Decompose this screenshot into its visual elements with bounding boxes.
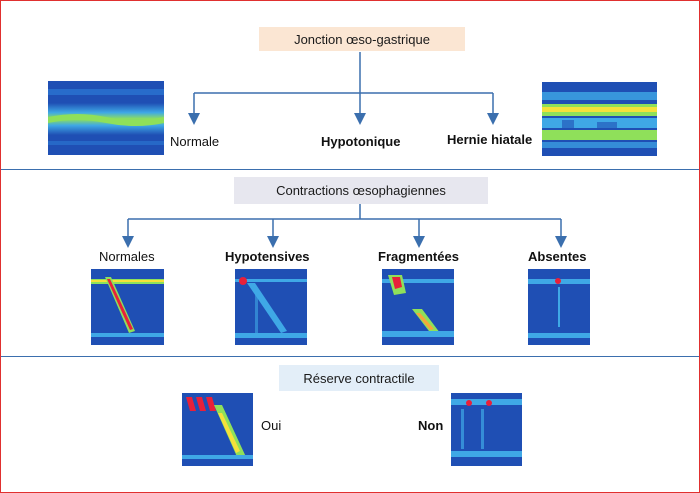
hrm-thumb-fragmentees xyxy=(382,269,454,345)
reserve-title-box: Réserve contractile xyxy=(279,365,439,391)
contraction-option-absentes: Absentes xyxy=(528,249,587,264)
ogj-title-box: Jonction œso-gastrique xyxy=(259,27,465,51)
ogj-option-normale: Normale xyxy=(170,134,220,149)
reserve-option-oui: Oui xyxy=(261,418,282,433)
ogj-title: Jonction œso-gastrique xyxy=(294,31,430,47)
reserve-option-non: Non xyxy=(418,418,444,433)
hrm-thumb-hypotensives xyxy=(235,269,307,345)
hrm-thumb-normales xyxy=(91,269,164,345)
ogj-option-hernie: Hernie hiatale xyxy=(447,132,533,147)
ogj-option-hypotonique: Hypotonique xyxy=(321,134,401,149)
reserve-title: Réserve contractile xyxy=(303,370,415,386)
hrm-thumb-ogj-normale xyxy=(48,81,164,155)
contraction-option-fragmentees: Fragmentées xyxy=(378,249,459,264)
contraction-option-normales: Normales xyxy=(99,249,155,264)
contractions-title-box: Contractions œsophagiennes xyxy=(234,177,488,204)
separator-1 xyxy=(1,169,699,170)
contractions-title: Contractions œsophagiennes xyxy=(276,183,446,198)
hrm-thumb-absentes xyxy=(528,269,590,345)
contraction-option-hypotensives: Hypotensives xyxy=(225,249,310,264)
hrm-thumb-reserve-oui xyxy=(182,393,253,466)
hrm-thumb-ogj-hernie xyxy=(542,82,657,156)
hrm-thumb-reserve-non xyxy=(451,393,522,466)
separator-2 xyxy=(1,356,699,357)
